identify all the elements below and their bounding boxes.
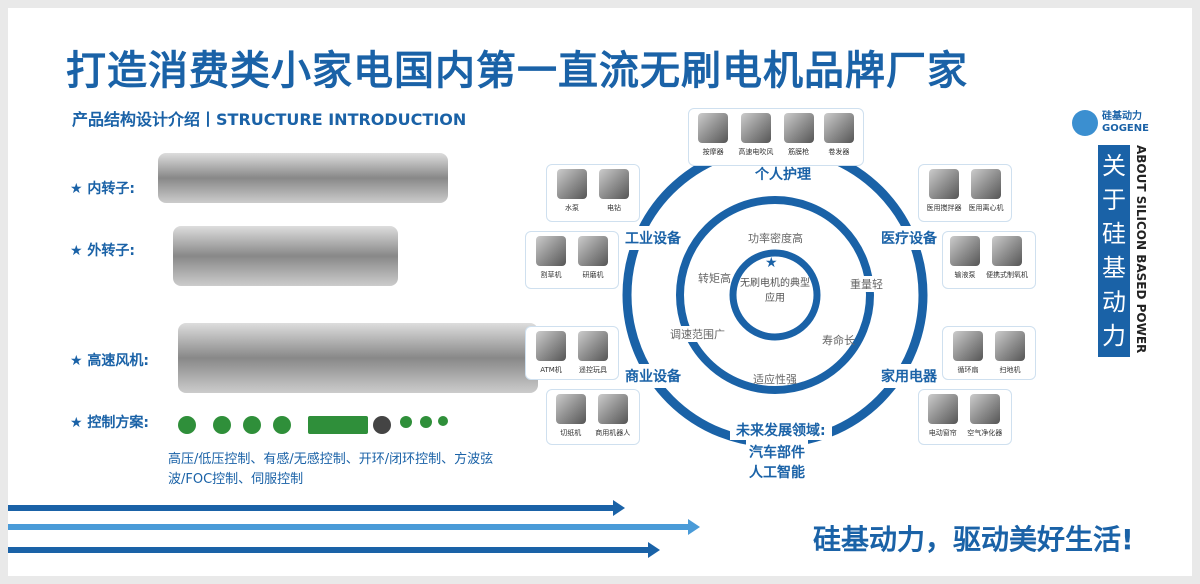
arrow-decoration (8, 542, 660, 558)
brand-cn: 硅基动力 (1102, 111, 1142, 122)
product-label: 医用离心机 (968, 204, 1004, 212)
outer-rotor-image (173, 226, 398, 286)
product-box-paper: 切纸机 商用机器人 (546, 389, 640, 445)
product-label: 电钻 (607, 204, 621, 212)
product-box-pump: 水泵 电钻 (546, 164, 640, 222)
product-label: ATM机 (540, 366, 562, 374)
product-box-tools: 割草机 研磨机 (525, 231, 619, 289)
product-label: 卷发器 (828, 148, 850, 156)
product-label: 切纸机 (560, 429, 582, 437)
feature: 转矩高 (698, 272, 731, 285)
about-cn: 关于硅基动力 (1098, 145, 1130, 357)
brand-en: GOGENE (1102, 123, 1149, 134)
product-label: 空气净化器 (967, 429, 1003, 437)
product-label: 商用机器人 (595, 429, 631, 437)
category-commercial: 商业设备 (622, 364, 684, 388)
star-icon: ★ (765, 255, 778, 271)
product-label: 按摩器 (702, 148, 724, 156)
product-label: 筋膜枪 (788, 148, 810, 156)
control-scheme-label: ★ 控制方案: (70, 415, 150, 431)
feature: 调速范围广 (670, 326, 725, 342)
inner-rotor-image (158, 153, 448, 203)
product-box-med1: 医用搅拌器 医用离心机 (918, 164, 1012, 222)
outer-rotor-label: ★ 外转子: (70, 243, 136, 259)
about-en: ABOUT SILICON BASED POWER (1134, 145, 1148, 354)
product-label: 医用搅拌器 (926, 204, 962, 212)
product-label: 水泵 (565, 204, 579, 212)
inner-rotor-label: ★ 内转子: (70, 181, 136, 197)
product-label: 扫地机 (999, 366, 1021, 374)
product-box-personal: 按摩器 高速电吹风 筋膜枪 卷发器 (688, 108, 864, 166)
future-item: 人工智能 (746, 460, 808, 484)
product-box-home1: 循环扇 扫地机 (942, 326, 1036, 380)
feature: 适应性强 (753, 373, 797, 386)
page-title: 打造消费类小家电国内第一直流无刷电机品牌厂家 (66, 48, 968, 94)
product-label: 电动窗帘 (928, 429, 957, 437)
feature: 重量轻 (850, 276, 883, 292)
inner-ring (729, 249, 821, 341)
product-label: 割草机 (540, 271, 562, 279)
application-rings (622, 142, 928, 448)
product-box-home2: 电动窗帘 空气净化器 (918, 389, 1012, 445)
future-title: 未来发展领域: (730, 420, 832, 440)
feature: 寿命长 (822, 334, 855, 347)
category-industrial: 工业设备 (622, 226, 684, 250)
high-speed-fan-image (178, 323, 538, 393)
gear-fish-logo-icon (1072, 110, 1098, 136)
category-personal-care: 个人护理 (752, 162, 814, 186)
product-label: 便携式制氧机 (986, 271, 1028, 279)
product-label: 循环扇 (957, 366, 979, 374)
product-label: 高速电吹风 (738, 148, 774, 156)
feature: 功率密度高 (748, 230, 803, 246)
center-text: 无刷电机的典型应用 (740, 278, 810, 304)
section-subtitle: 产品结构设计介绍丨STRUCTURE INTRODUCTION (72, 110, 467, 129)
control-description: 高压/低压控制、有感/无感控制、开环/闭环控制、方波弦波/FOC控制、伺服控制 (168, 452, 494, 487)
product-label: 输液泵 (954, 271, 976, 279)
category-home: 家用电器 (878, 364, 940, 388)
product-label: 遥控玩具 (579, 366, 607, 374)
slogan: 硅基动力，驱动美好生活! (813, 523, 1134, 556)
category-medical: 医疗设备 (878, 226, 940, 250)
high-speed-fan-label: ★ 高速风机: (70, 353, 150, 369)
banner: 打造消费类小家电国内第一直流无刷电机品牌厂家 产品结构设计介绍丨STRUCTUR… (8, 8, 1192, 576)
arrow-decoration (8, 500, 625, 516)
product-box-med2: 输液泵 便携式制氧机 (942, 231, 1036, 289)
arrow-decoration (8, 519, 700, 535)
middle-ring (676, 196, 874, 394)
product-label: 研磨机 (582, 271, 604, 279)
product-box-atm: ATM机 遥控玩具 (525, 326, 619, 380)
